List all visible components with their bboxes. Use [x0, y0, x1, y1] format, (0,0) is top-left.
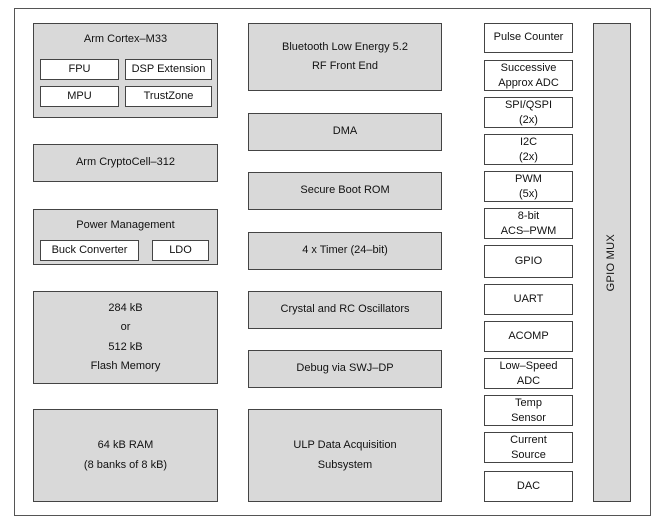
oscillators-block: Crystal and RC Oscillators [248, 291, 442, 329]
ram-banks-label: (8 banks of 8 kB) [83, 458, 168, 471]
flash-memory-block: 284 kB or 512 kB Flash Memory [33, 291, 218, 384]
peripheral-pulse-counter: Pulse Counter [484, 23, 573, 53]
peripheral-sublabel: ADC [516, 374, 541, 387]
peripheral-label: 8-bit [517, 210, 540, 223]
timer-block: 4 x Timer (24–bit) [248, 232, 442, 270]
peripheral-sublabel: (2x) [519, 150, 538, 163]
peripheral-acs-pwm: 8-bit ACS–PWM [484, 208, 573, 239]
ldo-block: LDO [152, 240, 209, 261]
peripheral-label: PWM [515, 173, 542, 186]
dsp-extension-block: DSP Extension [125, 59, 212, 80]
secure-boot-rom-label: Secure Boot ROM [300, 184, 390, 197]
timer-label: 4 x Timer (24–bit) [302, 244, 388, 257]
peripheral-label: SPI/QSPI [504, 99, 553, 112]
oscillators-label: Crystal and RC Oscillators [280, 303, 410, 316]
peripheral-successive-adc: Successive Approx ADC [484, 60, 573, 91]
peripheral-sublabel: Source [511, 448, 546, 461]
flash-size-2: 512 kB [108, 340, 143, 353]
ble-rf-front-end-block: Bluetooth Low Energy 5.2 RF Front End [248, 23, 442, 91]
dma-label: DMA [332, 125, 358, 138]
arm-cortex-m33-title: Arm Cortex–M33 [83, 33, 168, 45]
secure-boot-rom-block: Secure Boot ROM [248, 172, 442, 210]
ulp-label-line1: ULP Data Acquisition [293, 439, 397, 452]
peripheral-label: Low–Speed [499, 360, 558, 373]
ulp-label-line2: Subsystem [317, 458, 373, 471]
peripheral-sublabel: (5x) [519, 187, 538, 200]
trustzone-block: TrustZone [125, 86, 212, 107]
mpu-block: MPU [40, 86, 119, 107]
debug-swj-dp-block: Debug via SWJ–DP [248, 350, 442, 388]
ram-block: 64 kB RAM (8 banks of 8 kB) [33, 409, 218, 502]
peripheral-low-speed-adc: Low–Speed ADC [484, 358, 573, 389]
peripheral-label: Pulse Counter [493, 31, 564, 44]
ble-label: Bluetooth Low Energy 5.2 [282, 41, 408, 54]
peripheral-sublabel: ACS–PWM [500, 224, 557, 237]
peripheral-dac: DAC [484, 471, 573, 502]
buck-converter-block: Buck Converter [40, 240, 139, 261]
peripheral-label: ACOMP [508, 329, 549, 342]
peripheral-acomp: ACOMP [484, 321, 573, 352]
peripheral-sublabel: Sensor [511, 411, 546, 424]
gpio-mux-block: GPIO MUX [593, 23, 631, 502]
flash-or: or [120, 321, 131, 334]
dma-block: DMA [248, 113, 442, 151]
peripheral-sublabel: (2x) [519, 113, 538, 126]
peripheral-label: Successive [500, 62, 557, 75]
peripheral-label: GPIO [514, 254, 543, 267]
peripheral-label: I2C [519, 136, 538, 149]
power-management-title: Power Management [76, 219, 175, 231]
ram-size-label: 64 kB RAM [97, 439, 154, 452]
peripheral-spi-qspi: SPI/QSPI (2x) [484, 97, 573, 128]
peripheral-label: UART [513, 292, 544, 305]
peripheral-sublabel: Approx ADC [498, 76, 559, 89]
arm-cryptocell-label: Arm CryptoCell–312 [75, 156, 176, 169]
peripheral-gpio: GPIO [484, 245, 573, 278]
fpu-block: FPU [40, 59, 119, 80]
ulp-data-acquisition-block: ULP Data Acquisition Subsystem [248, 409, 442, 502]
peripheral-label: Current [510, 434, 547, 447]
power-management-block: Power Management Buck Converter LDO [33, 209, 218, 265]
peripheral-uart: UART [484, 284, 573, 315]
rf-front-end-label: RF Front End [311, 60, 379, 72]
flash-memory-label: Flash Memory [90, 359, 161, 372]
flash-size-1: 284 kB [108, 302, 143, 314]
peripheral-i2c: I2C (2x) [484, 134, 573, 165]
gpio-mux-label: GPIO MUX [605, 233, 618, 292]
peripheral-temp-sensor: Temp Sensor [484, 395, 573, 426]
peripheral-label: DAC [516, 479, 541, 492]
peripheral-pwm: PWM (5x) [484, 171, 573, 202]
arm-cryptocell-block: Arm CryptoCell–312 [33, 144, 218, 182]
debug-label: Debug via SWJ–DP [296, 362, 394, 375]
arm-cortex-m33-block: Arm Cortex–M33 FPU DSP Extension MPU Tru… [33, 23, 218, 118]
peripheral-current-source: Current Source [484, 432, 573, 463]
peripheral-label: Temp [515, 397, 542, 410]
